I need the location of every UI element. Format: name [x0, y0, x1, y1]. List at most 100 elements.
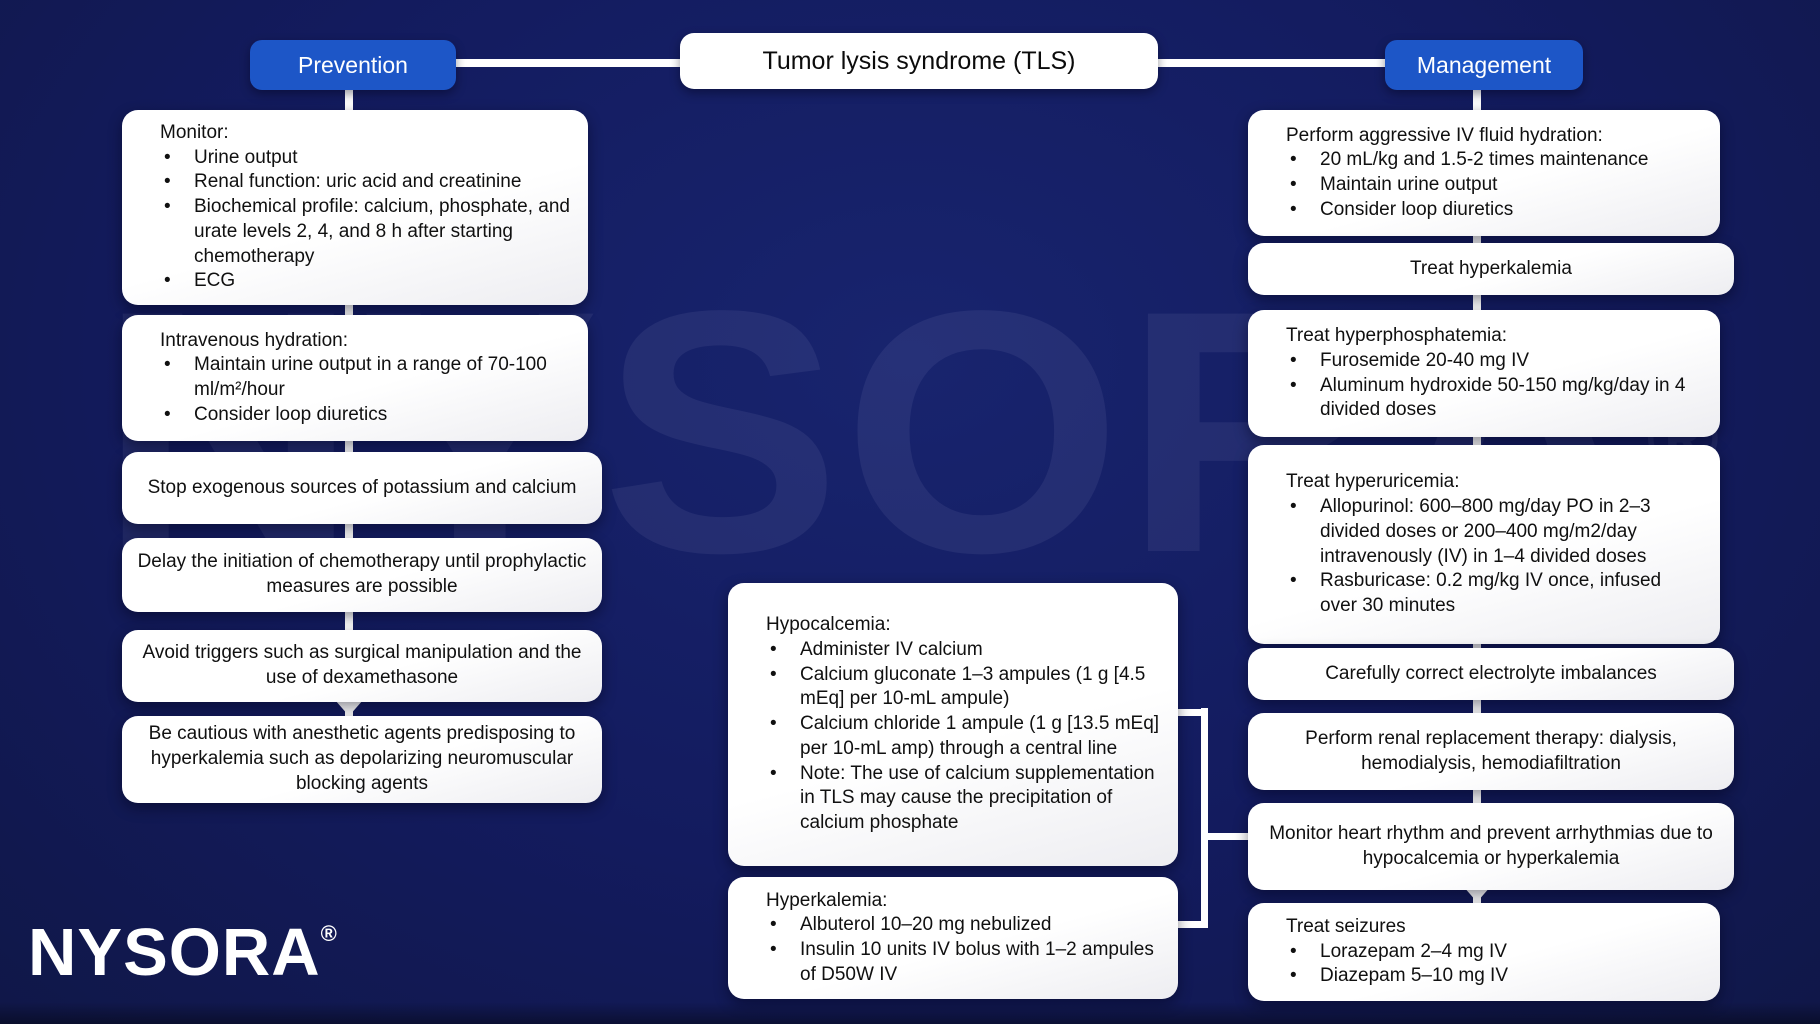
bullet-text: Albuterol 10–20 mg nebulized — [800, 914, 1052, 936]
treat-hyperphosphatemia-box: Treat hyperphosphatemia: • Furosemide 20-… — [1248, 310, 1720, 437]
bullet-item: • Administer IV calcium — [728, 638, 1164, 663]
bullet-glyph: • — [164, 270, 171, 292]
bullet-item: • Consider loop diuretics — [1248, 198, 1706, 223]
bullet-item: • Maintain urine output in a range of 70-… — [122, 353, 574, 402]
bullet-text: Biochemical profile: calcium, phosphate,… — [194, 196, 570, 267]
bullet-item: • 20 mL/kg and 1.5-2 times maintenance — [1248, 148, 1706, 173]
bullet-item: •Aluminum hydroxide 50-150 mg/kg/day in … — [1248, 374, 1706, 423]
iv-fluid-hydration-box: Perform aggressive IV fluid hydration: •… — [1248, 110, 1720, 236]
bullet-glyph: • — [1290, 198, 1297, 220]
bullet-list: •Lorazepam 2–4 mg IV•Diazepam 5–10 mg IV — [1248, 940, 1706, 989]
bullet-text: Aluminum hydroxide 50-150 mg/kg/day in 4… — [1320, 374, 1686, 421]
page-title-text: Tumor lysis syndrome (TLS) — [762, 46, 1076, 75]
bullet-glyph: • — [164, 403, 171, 425]
hypocalcemia-box: Hypocalcemia: •Administer IV calcium•Cal… — [728, 583, 1178, 866]
hyperkalemia-box: Hyperkalemia: • Albuterol 10–20 mg nebuli… — [728, 877, 1178, 999]
bullet-text: Consider loop diuretics — [1320, 198, 1514, 220]
bullet-text: Maintain urine output — [1320, 174, 1498, 195]
bullet-text: Note: The use of calcium supplementation… — [800, 762, 1155, 833]
bullet-text: Renal function: uric acid and creatinine — [194, 171, 522, 193]
bullet-item: • Calcium gluconate 1–3 ampules (1 g [4.5… — [728, 663, 1164, 712]
box-title: Intravenous hydration: — [160, 329, 349, 351]
management-header-label: Management — [1416, 51, 1552, 78]
bullet-glyph: • — [770, 713, 777, 735]
page-title: Tumor lysis syndrome (TLS) — [680, 33, 1158, 89]
bullet-text: Calcium gluconate 1–3 ampules (1 g [4.5 … — [800, 663, 1146, 710]
bullet-glyph: • — [1290, 570, 1297, 592]
bullet-text: Rasburicase: 0.2 mg/kg IV once, infused … — [1320, 570, 1662, 616]
box-text: Monitor heart rhythm and prevent arrhyth… — [1269, 822, 1713, 869]
bullet-item: •Renal function: uric acid and creatinin… — [122, 170, 574, 195]
bullet-text: Allopurinol: 600–800 mg/day PO in 2–3 di… — [1320, 496, 1651, 567]
box-title: Hyperkalemia: — [766, 889, 888, 911]
connector-heart-branch — [1201, 833, 1250, 840]
bullet-list: • Administer IV calcium • Calcium gluconate… — [728, 638, 1164, 836]
bullet-glyph: • — [164, 146, 171, 168]
registered-mark: ® — [320, 921, 338, 946]
box-text: Perform renal replacement therapy: dialy… — [1305, 727, 1677, 774]
bullet-item: • Rasburicase: 0.2 mg/kg IV once, infused… — [1248, 569, 1706, 618]
bullet-glyph: • — [770, 639, 777, 661]
management-header: Management — [1385, 40, 1583, 90]
box-title: Treat hyperuricemia: — [1286, 471, 1460, 493]
bullet-glyph: • — [770, 663, 777, 685]
bullet-glyph: • — [1290, 174, 1297, 195]
bullet-text: Calcium chloride 1 ampule (1 g [13.5 mEq… — [800, 713, 1160, 759]
bullet-glyph: • — [164, 354, 171, 376]
prevention-header: Prevention — [250, 40, 456, 90]
renal-replacement-box: Perform renal replacement therapy: dialy… — [1248, 713, 1734, 790]
treat-hyperkalemia-box: Treat hyperkalemia — [1248, 243, 1734, 295]
box-text: Treat hyperkalemia — [1410, 257, 1572, 279]
box-title: Monitor: — [160, 122, 229, 144]
box-text: Avoid triggers such as surgical manipula… — [142, 642, 582, 688]
bullet-text: Insulin 10 units IV bolus with 1–2 ampul… — [800, 939, 1154, 985]
bullet-item: • Biochemical profile: calcium, phosphate… — [122, 195, 574, 269]
arrow-down-icon — [335, 700, 363, 716]
monitor-box: Monitor: •Urine output•Renal function: u… — [122, 110, 588, 305]
prevention-header-label: Prevention — [298, 51, 408, 78]
monitor-heart-rhythm-box: Monitor heart rhythm and prevent arrhyth… — [1248, 803, 1734, 890]
correct-electrolytes-box: Carefully correct electrolyte imbalances — [1248, 648, 1734, 700]
bullet-text: Urine output — [194, 146, 298, 168]
bullet-glyph: • — [1290, 349, 1297, 371]
bullet-item: • Albuterol 10–20 mg nebulized — [728, 913, 1164, 938]
bullet-item: • Furosemide 20-40 mg IV — [1248, 349, 1706, 374]
box-title: Treat hyperphosphatemia: — [1286, 325, 1508, 347]
bullet-glyph: • — [164, 196, 171, 218]
connector-branch-vertical — [1201, 708, 1208, 928]
anesthetic-caution-box: Be cautious with anesthetic agents predi… — [122, 716, 602, 803]
bullet-text: 20 mL/kg and 1.5-2 times maintenance — [1320, 149, 1649, 171]
bullet-item: •Allopurinol: 600–800 mg/day PO in 2–3 d… — [1248, 495, 1706, 569]
bullet-glyph: • — [1290, 149, 1297, 171]
stop-exogenous-box: Stop exogenous sources of potassium and … — [122, 452, 602, 524]
connector-to-hypocalcemia — [1176, 709, 1204, 716]
bullet-text: Lorazepam 2–4 mg IV — [1320, 940, 1507, 962]
connector-prevention-title — [456, 59, 680, 67]
bullet-text: Consider loop diuretics — [194, 403, 388, 425]
connector-title-management — [1158, 59, 1385, 67]
bullet-item: • Note: The use of calcium supplementatio… — [728, 762, 1164, 836]
arrow-down-icon — [1463, 886, 1491, 902]
box-text: Delay the initiation of chemotherapy unt… — [137, 551, 587, 597]
bullet-list: • Allopurinol: 600–800 mg/day PO in 2–3 d… — [1248, 495, 1706, 618]
bullet-glyph: • — [770, 914, 777, 936]
bullet-text: Maintain urine output in a range of 70-1… — [194, 354, 547, 400]
bottom-shade — [0, 1002, 1820, 1024]
bullet-list: • Furosemide 20-40 mg IV •Aluminum hydroxi… — [1248, 349, 1706, 423]
box-title: Perform aggressive IV fluid hydration: — [1286, 124, 1603, 146]
treat-hyperuricemia-box: Treat hyperuricemia: • Allopurinol: 600–8… — [1248, 445, 1720, 644]
bullet-list: • Maintain urine output in a range of 70-… — [122, 353, 574, 427]
iv-hydration-box: Intravenous hydration: • Maintain urine o… — [122, 315, 588, 441]
box-text: Carefully correct electrolyte imbalances — [1325, 662, 1657, 684]
box-text: Stop exogenous sources of potassium and … — [147, 476, 577, 498]
delay-chemotherapy-box: Delay the initiation of chemotherapy unt… — [122, 538, 602, 612]
bullet-item: •Diazepam 5–10 mg IV — [1248, 964, 1706, 989]
bullet-text: Administer IV calcium — [800, 639, 983, 661]
bullet-item: • Urine output — [122, 146, 574, 171]
box-text: Be cautious with anesthetic agents predi… — [148, 723, 576, 794]
bullet-glyph: • — [770, 762, 777, 784]
treat-seizures-box: Treat seizures •Lorazepam 2–4 mg IV•Diaz… — [1248, 903, 1720, 1001]
bullet-text: Furosemide 20-40 mg IV — [1320, 349, 1530, 371]
bullet-list: •Urine output•Renal function: uric acid … — [122, 146, 574, 294]
bullet-list: • Albuterol 10–20 mg nebulized• Insulin 10… — [728, 913, 1164, 987]
